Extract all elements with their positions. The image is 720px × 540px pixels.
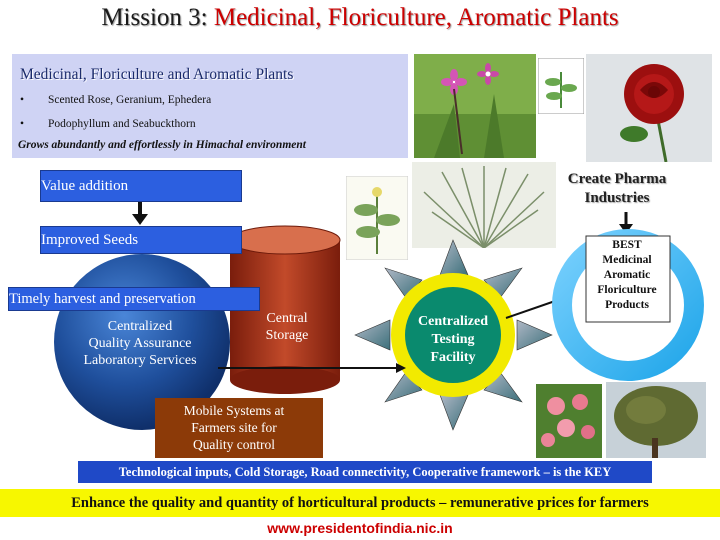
- bullet-text: Scented Rose, Geranium, Ephedera: [48, 94, 212, 106]
- key-bar: Technological inputs, Cold Storage, Road…: [78, 461, 652, 483]
- herb-illustration: [346, 176, 408, 260]
- flower-photo: [414, 54, 536, 158]
- central-storage-label: Central Storage: [248, 310, 326, 344]
- tree-photo: [606, 382, 706, 458]
- best-line: Aromatic: [603, 269, 651, 281]
- storage-line: Storage: [265, 328, 309, 343]
- mobile-line: Quality control: [192, 437, 276, 452]
- create-pharma-label: Create Pharma Industries: [556, 170, 678, 208]
- herb-thumbnail: [538, 58, 584, 114]
- improved-seeds-box: Improved Seeds: [40, 226, 242, 254]
- storage-line: Central: [266, 311, 308, 326]
- testing-sun: [354, 239, 553, 431]
- best-line: Floriculture: [597, 284, 657, 296]
- info-box: Medicinal, Floriculture and Aromatic Pla…: [12, 54, 408, 158]
- testing-line: Testing: [431, 332, 475, 347]
- bullet-item: • Podophyllum and Seabuckthorn: [20, 118, 196, 130]
- qa-lab-line: Centralized: [107, 319, 173, 334]
- rose-photo: [586, 54, 712, 162]
- website-url[interactable]: www.presidentofindia.nic.in: [267, 520, 453, 536]
- qa-lab-line: Laboratory Services: [83, 353, 197, 368]
- arrow-icon: [132, 201, 148, 225]
- value-addition-box: Value addition: [40, 170, 242, 202]
- qa-lab-line: Quality Assurance: [88, 336, 192, 351]
- best-line: Products: [605, 299, 649, 311]
- mobile-systems-box: [155, 398, 323, 458]
- arrow-icon: [218, 363, 406, 373]
- storage-cylinder: [229, 225, 341, 394]
- best-line: BEST: [612, 239, 642, 251]
- timely-harvest-box: Timely harvest and preservation: [8, 287, 260, 311]
- qa-lab-label: Centralized Quality Assurance Laboratory…: [64, 318, 216, 369]
- title-main: Medicinal, Floriculture, Aromatic Plants: [213, 4, 619, 31]
- enhance-bar: Enhance the quality and quantity of hort…: [0, 489, 720, 517]
- pharma-line: Industries: [584, 190, 650, 206]
- info-heading: Medicinal, Floriculture and Aromatic Pla…: [20, 66, 294, 83]
- testing-facility-label: Centralized Testing Facility: [408, 313, 498, 367]
- pharma-line: Create Pharma: [567, 171, 667, 187]
- mobile-line: Farmers site for: [191, 420, 277, 435]
- title-prefix: Mission 3:: [101, 4, 208, 31]
- grass-photo: [412, 162, 556, 248]
- best-line: Medicinal: [602, 254, 652, 266]
- best-products-label: BEST Medicinal Aromatic Floriculture Pro…: [588, 238, 666, 313]
- bullet-symbol: •: [20, 118, 25, 130]
- rose-bush-photo: [536, 384, 602, 458]
- mobile-systems-label: Mobile Systems at Farmers site for Quali…: [163, 402, 305, 453]
- page-title: Mission 3: Medicinal, Floriculture, Arom…: [0, 4, 720, 32]
- bullet-text: Podophyllum and Seabuckthorn: [48, 118, 196, 130]
- mobile-line: Mobile Systems at: [183, 403, 285, 418]
- testing-line: Centralized: [418, 314, 488, 329]
- bullet-symbol: •: [20, 94, 25, 106]
- arrow-icon: [619, 212, 633, 234]
- testing-line: Facility: [430, 350, 476, 365]
- info-footer: Grows abundantly and effortlessly in Him…: [18, 139, 306, 151]
- bullet-item: • Scented Rose, Geranium, Ephedera: [20, 94, 211, 106]
